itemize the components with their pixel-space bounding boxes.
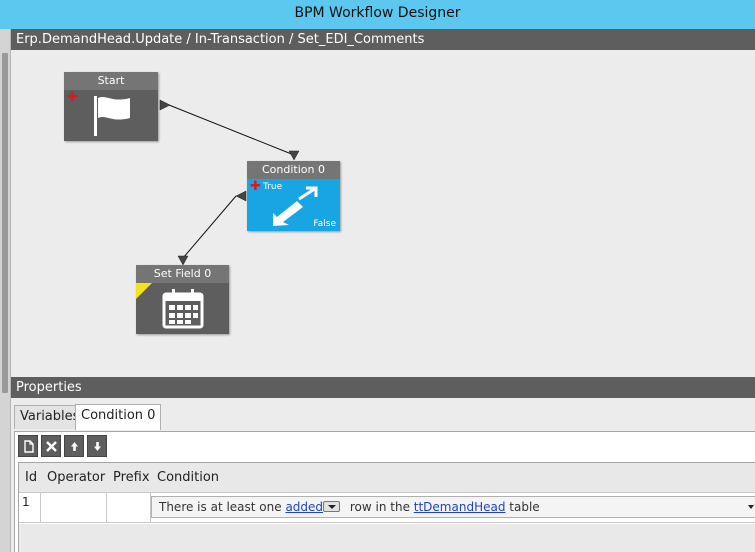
cell-id[interactable]: 1 [19, 493, 41, 523]
setfield-node-title: Set Field 0 [136, 265, 229, 283]
start-node[interactable]: Start ✚ [64, 72, 158, 141]
move-up-button[interactable] [64, 435, 84, 457]
delete-icon [46, 441, 57, 452]
column-header-id[interactable]: Id [25, 470, 38, 485]
condition-dropdown-caret-icon[interactable] [748, 505, 754, 509]
left-scrollbar-thumb[interactable] [2, 53, 8, 393]
condition-panel: Id Operator Prefix Condition 1 There is … [14, 431, 755, 552]
condition-true-label: True [263, 182, 283, 192]
cell-prefix[interactable] [107, 493, 151, 523]
plus-icon[interactable]: ✚ [250, 179, 261, 194]
column-header-condition[interactable]: Condition [157, 470, 220, 485]
delete-button[interactable] [41, 435, 61, 457]
properties-header: Properties [11, 377, 755, 398]
condition-node-title: Condition 0 [247, 161, 340, 179]
chevron-down-icon[interactable] [323, 501, 341, 512]
setfield-node[interactable]: Set Field 0 [136, 265, 229, 334]
warning-corner-marker [136, 283, 152, 299]
condition-text-after: table [505, 500, 540, 514]
window-title: BPM Workflow Designer [294, 5, 461, 21]
move-down-icon [94, 442, 101, 451]
calendar-grid-icon [162, 289, 204, 329]
setfield-node-body [136, 283, 229, 334]
condition-link-added[interactable]: added [285, 500, 324, 514]
start-node-title: Start [64, 72, 158, 90]
conditions-grid: Id Operator Prefix Condition 1 There is … [18, 462, 755, 552]
grid-header: Id Operator Prefix Condition [19, 463, 755, 493]
condition-arrows-icon [273, 186, 318, 226]
new-button[interactable] [18, 435, 38, 457]
window-title-bar: BPM Workflow Designer [0, 0, 755, 29]
condition-node-body: ✚ True False [247, 179, 340, 231]
canvas-breadcrumb-bar: Erp.DemandHead.Update / In-Transaction /… [11, 29, 755, 50]
condition-text-before: There is at least one [159, 500, 286, 514]
grid-empty-area [19, 524, 755, 552]
condition-expression[interactable]: There is at least one added row in the t… [151, 496, 755, 518]
tab-condition-0[interactable]: Condition 0 [75, 404, 162, 430]
move-down-button[interactable] [87, 435, 107, 457]
left-scrollbar[interactable] [0, 29, 11, 552]
tab-variables[interactable]: Variables [14, 405, 86, 429]
condition-node[interactable]: Condition 0 ✚ True False [247, 161, 340, 231]
properties-tabs: Variables Condition 0 [11, 398, 755, 431]
column-header-operator[interactable]: Operator [47, 470, 106, 485]
cell-operator[interactable] [41, 493, 107, 523]
condition-text-middle: row in the [346, 500, 414, 514]
move-up-icon [71, 442, 78, 451]
column-header-prefix[interactable]: Prefix [113, 470, 150, 485]
new-icon [24, 440, 34, 453]
condition-link-table[interactable]: ttDemandHead [413, 500, 506, 514]
table-row[interactable]: 1 There is at least one added row in the… [19, 493, 755, 523]
properties-title: Properties [16, 380, 82, 395]
plus-icon[interactable]: ✚ [67, 90, 78, 105]
row-id: 1 [22, 495, 30, 509]
canvas-breadcrumb: Erp.DemandHead.Update / In-Transaction /… [16, 32, 425, 47]
flag-icon [94, 96, 130, 136]
start-node-body: ✚ [64, 90, 158, 141]
condition-false-label: False [313, 219, 336, 229]
